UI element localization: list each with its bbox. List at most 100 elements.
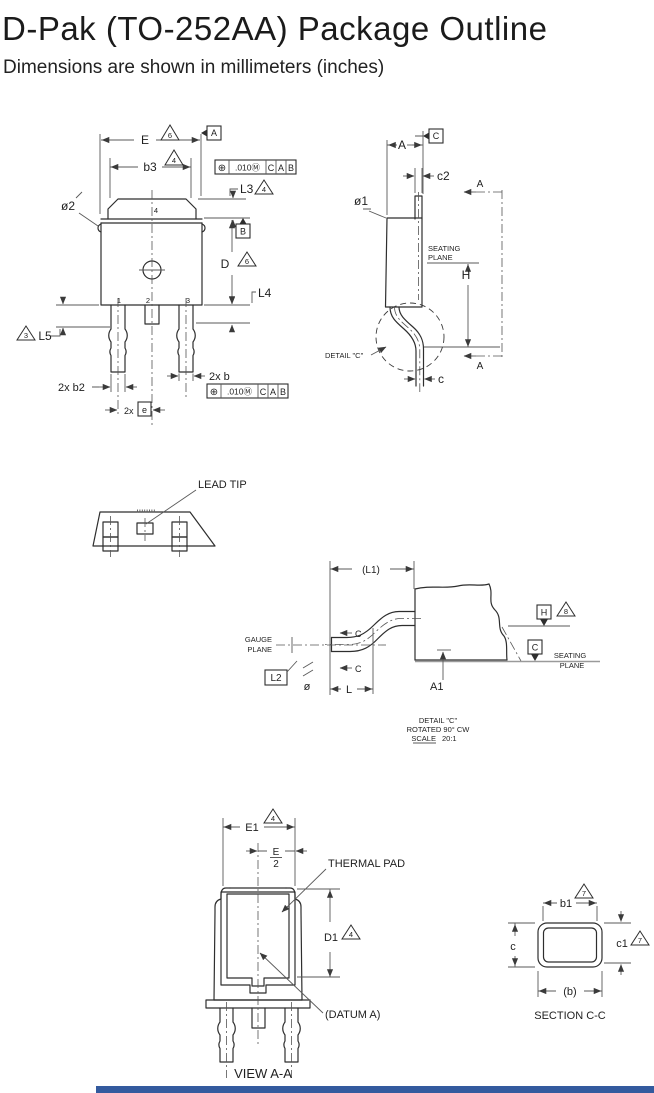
lead-tip-geometry	[92, 509, 216, 557]
datum-flag-c	[415, 128, 444, 194]
pin-number-4: 4	[154, 206, 158, 215]
fcf2-datum-a: A	[270, 387, 276, 397]
dim-label-e-pitch: e	[142, 405, 147, 415]
fcf-datum-a: A	[278, 163, 284, 173]
dim-c1-lines	[604, 911, 650, 975]
seating-plane-label-1: SEATING	[428, 244, 461, 253]
dim-phi1-leader	[363, 208, 387, 219]
section-c-c: b1 7 c c1 7 (b	[508, 883, 650, 1022]
side-view: C A c2 ø1 SEATING PLANE	[325, 128, 503, 392]
note-triangle-3: 3	[24, 331, 28, 340]
note-triangle-6b: 6	[245, 257, 249, 266]
dim-e-half-numerator: E	[273, 847, 280, 858]
detail-c-label: DETAIL "C"	[325, 351, 364, 360]
dim-l1-lines	[329, 561, 415, 695]
flag-c-label: C	[532, 643, 539, 653]
dim-label-c-section: c	[510, 941, 516, 953]
gauge-plane-label-2: PLANE	[247, 645, 272, 654]
fcf-datum-b: B	[288, 163, 294, 173]
section-c-label-top: C	[355, 629, 362, 639]
gauge-plane-label-1: GAUGE	[245, 635, 272, 644]
dim-label-d1: D1	[324, 932, 338, 944]
detail-caption-line1: DETAIL "C"	[419, 716, 458, 725]
flag-c	[527, 639, 543, 661]
dim-e-half-denominator: 2	[273, 859, 279, 870]
flag-h-label: H	[541, 608, 548, 618]
dim-label-c1: c1	[616, 938, 628, 950]
fcf2-datum-c: C	[260, 387, 267, 397]
page-subtitle: Dimensions are shown in millimeters (inc…	[3, 57, 385, 78]
dim-label-phi1: ø1	[354, 194, 368, 208]
datum-flag-b	[204, 217, 251, 239]
note-triangle-6: 6	[168, 131, 172, 140]
bottom-blue-bar	[96, 1086, 654, 1093]
section-cc-caption: SECTION C-C	[534, 1010, 606, 1022]
dim-label-phi: ø	[304, 681, 311, 693]
feature-control-frame-bottom	[206, 383, 289, 399]
detail-c-view: (L1) GAUGE PLANE C C L2 ø	[245, 561, 600, 744]
note-triangle-8: 8	[564, 607, 568, 616]
dim-label-b3: b3	[143, 160, 157, 174]
dim-e-lines	[99, 124, 202, 214]
dim-l5-lines	[16, 296, 110, 341]
dim-b3-lines	[109, 149, 192, 198]
fcf-datum-c: C	[268, 163, 275, 173]
pin-number-1: 1	[117, 296, 121, 305]
detail-caption-scale-label: SCALE	[411, 734, 436, 743]
front-view-body	[97, 190, 206, 428]
dim-b1-lines	[542, 883, 598, 921]
dim-label-e: E	[141, 133, 149, 147]
note-triangle-7-b1: 7	[582, 889, 586, 898]
section-c-label-bottom: C	[355, 664, 362, 674]
lead-tip-view: LEAD TIP	[92, 479, 247, 557]
dim-label-l1: (L1)	[362, 565, 380, 576]
dim-l2-lines	[264, 660, 298, 686]
note-triangle-4-d1: 4	[349, 930, 353, 939]
seating-plane-label-2: PLANE	[428, 253, 453, 262]
dim-label-b: 2x b	[209, 371, 230, 383]
dim-a1-lines	[437, 649, 451, 680]
fcf2-position-symbol: ⊕	[210, 387, 218, 398]
datum-flag-a	[201, 125, 222, 141]
dim-label-h: H	[462, 268, 471, 282]
note-triangle-4b: 4	[262, 185, 266, 194]
thermal-pad-label: THERMAL PAD	[328, 858, 405, 870]
datum-a-ref-label: (DATUM A)	[325, 1009, 380, 1021]
lead-tip-label: LEAD TIP	[198, 479, 247, 491]
detail-seating-label-1: SEATING	[554, 651, 587, 660]
pin-number-2: 2	[146, 296, 150, 305]
dim-label-d: D	[221, 257, 230, 271]
dim-phi2-leader	[75, 191, 99, 227]
view-aa-caption: VIEW A-A	[234, 1066, 292, 1081]
dim-c2-lines	[403, 168, 434, 193]
page-title: D-Pak (TO-252AA) Package Outline	[2, 10, 548, 47]
thermal-pad-leader	[281, 868, 327, 913]
note-triangle-7-c1: 7	[638, 936, 642, 945]
dim-label-b1: b1	[560, 898, 572, 910]
datum-a-leader	[259, 952, 324, 1014]
dim-e-pitch-prefix: 2x	[124, 406, 134, 416]
datum-label-b: B	[240, 227, 246, 237]
fcf2-tolerance: .010Ⓜ	[227, 387, 253, 397]
view-aa-body	[205, 843, 311, 1078]
dim-label-a1: A1	[430, 681, 443, 693]
view-a-a: E1 4 E 2 THERMAL PAD D1 4	[205, 808, 405, 1081]
note-triangle-4: 4	[172, 156, 176, 165]
dim-h-lines	[424, 264, 500, 348]
dim-e1-lines	[222, 808, 296, 886]
dim-label-a: A	[398, 138, 406, 152]
dim-label-b2: 2x b2	[58, 382, 85, 394]
fcf-tolerance: .010Ⓜ	[235, 163, 261, 173]
section-a-line	[463, 188, 503, 360]
dim-label-l: L	[346, 684, 352, 696]
dim-label-l2: L2	[270, 673, 282, 684]
dim-b2-lines	[92, 374, 137, 392]
front-view: 4 1 2 3 E 6 A	[16, 124, 297, 428]
dim-b-paren-lines	[537, 971, 603, 997]
side-view-body	[384, 192, 425, 392]
section-arrow-a-top: A	[477, 179, 484, 190]
datum-label-c: C	[433, 131, 440, 141]
dim-d1-lines	[297, 888, 361, 978]
detail-seating-label-2: PLANE	[560, 661, 585, 670]
